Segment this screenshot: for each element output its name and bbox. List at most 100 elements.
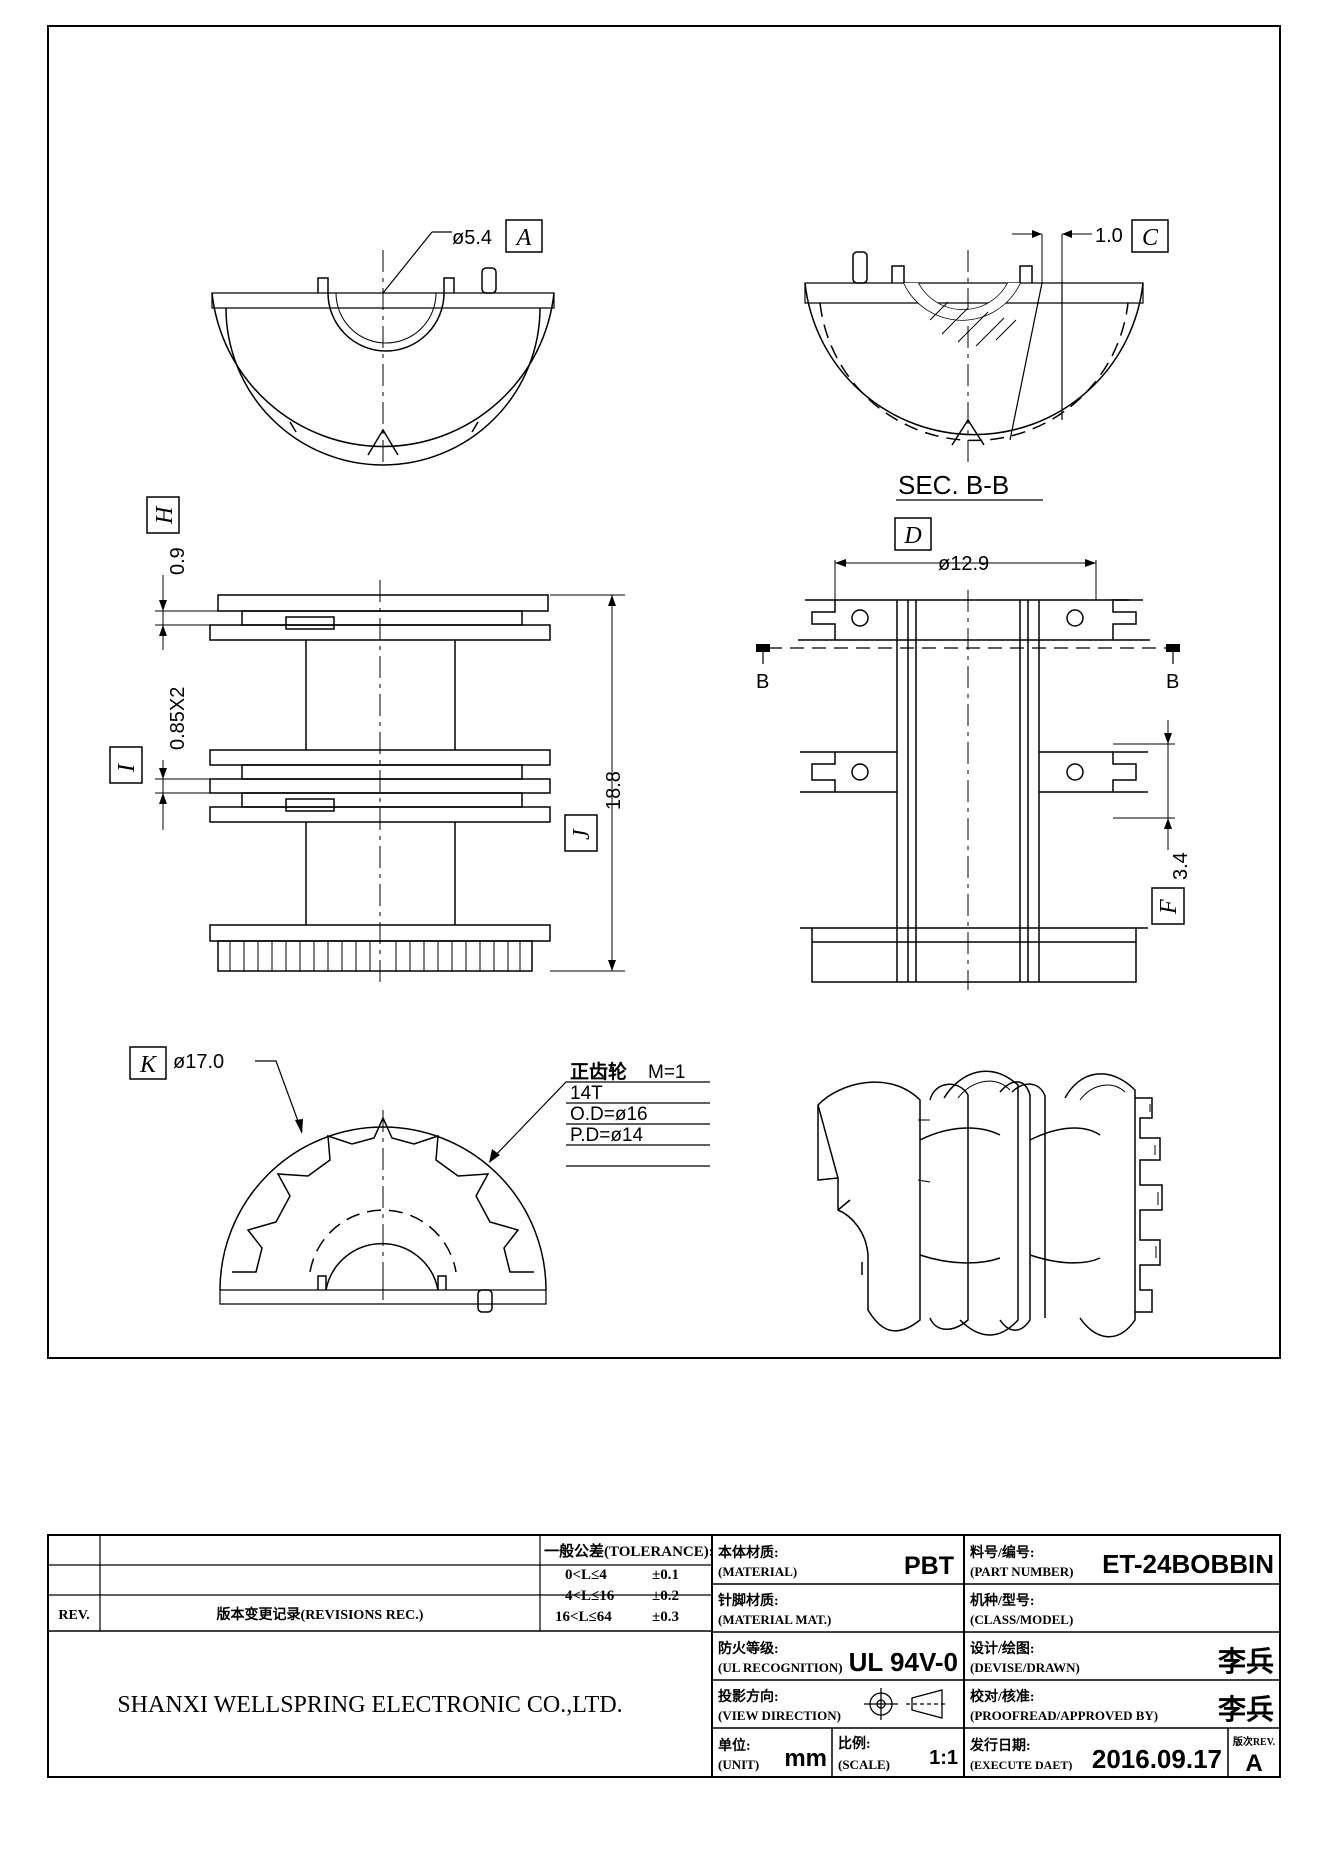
- drawn-cn: 设计/绘图:: [970, 1640, 1035, 1657]
- drawn-en: (DEVISE/DRAWN): [970, 1660, 1080, 1675]
- section-label: SEC. B-B: [898, 470, 1009, 500]
- approved-cn: 校对/核准:: [970, 1688, 1035, 1705]
- arrow-0-9-bottom: [159, 625, 167, 636]
- dim-phi-17: ø17.0: [173, 1051, 224, 1073]
- datum-label-f: F: [1156, 899, 1182, 915]
- gear-title: 正齿轮: [570, 1060, 627, 1083]
- tolerance-title: 一般公差(TOLERANCE):: [544, 1542, 714, 1560]
- unit-value: mm: [784, 1745, 827, 1772]
- drawn-value: 李兵: [1218, 1646, 1274, 1677]
- dim-phi-12-9: ø12.9: [938, 553, 989, 575]
- datum-label-k: K: [139, 1052, 158, 1078]
- tolerance-value-2: ±0.2: [652, 1588, 679, 1604]
- dim-phi-5-4: ø5.4: [452, 227, 492, 249]
- revision-value: A: [1245, 1750, 1262, 1777]
- class-model-cn: 机种/型号:: [970, 1592, 1035, 1609]
- gear-half-view: [219, 1060, 710, 1313]
- tolerance-range-1: 0<L≤4: [565, 1567, 607, 1583]
- class-model-en: (CLASS/MODEL): [970, 1612, 1073, 1627]
- pin-material-en: (MATERIAL MAT.): [718, 1612, 831, 1627]
- tolerance-value-3: ±0.3: [652, 1609, 679, 1625]
- scale-cn: 比例:: [838, 1735, 871, 1752]
- pin-material-cn: 针脚材质:: [717, 1592, 779, 1609]
- company-name: SHANXI WELLSPRING ELECTRONIC CO.,LTD.: [117, 1692, 622, 1718]
- side-elevation-view: [155, 575, 625, 985]
- datum-box-c: [1131, 219, 1169, 253]
- isometric-view: [817, 1070, 1163, 1338]
- unit-en: (UNIT): [718, 1757, 759, 1772]
- part-number-value: ET-24BOBBIN: [1102, 1549, 1274, 1579]
- scale-en: (SCALE): [838, 1757, 890, 1772]
- datum-label-h: H: [152, 505, 178, 525]
- datum-box-f: [1151, 887, 1185, 925]
- datum-box-a: [505, 219, 543, 253]
- datum-box-d: [894, 517, 932, 551]
- dim-1-0: 1.0: [1095, 225, 1123, 247]
- material-cn: 本体材质:: [718, 1544, 779, 1561]
- arrow-0-9-top: [159, 600, 167, 611]
- unit-cn: 单位:: [718, 1737, 751, 1754]
- dim-0-85x2: 0.85X2: [167, 687, 189, 750]
- approved-en: (PROOFREAD/APPROVED BY): [970, 1708, 1158, 1723]
- arrow-1-0-right: [1062, 230, 1072, 238]
- tolerance-range-3: 16<L≤64: [555, 1609, 612, 1625]
- dim-18-8: 18.8: [603, 771, 625, 810]
- tolerance-range-2: 4<L≤16: [565, 1588, 615, 1604]
- datum-label-a: A: [515, 225, 532, 251]
- tolerance-value-1: ±0.1: [652, 1567, 679, 1583]
- cut-mark-right: [1166, 644, 1180, 652]
- arrow-1-0-left: [1032, 230, 1042, 238]
- datum-box-h: [146, 496, 180, 534]
- datum-label-c: C: [1142, 225, 1159, 251]
- section-b-b-view: [804, 233, 1144, 462]
- date-value: 2016.09.17: [1092, 1744, 1222, 1774]
- material-value: PBT: [904, 1552, 954, 1580]
- cut-label-left: B: [756, 671, 769, 693]
- ul-value: UL 94V-0: [849, 1647, 958, 1677]
- part-number-en: (PART NUMBER): [970, 1564, 1073, 1579]
- gear-od: O.D=ø16: [570, 1104, 648, 1125]
- arrow-12-9-right: [1085, 559, 1096, 567]
- dim-3-4: 3.4: [1170, 852, 1192, 880]
- datum-box-i: [109, 746, 143, 784]
- material-en: (MATERIAL): [718, 1564, 797, 1579]
- view-en: (VIEW DIRECTION): [718, 1708, 841, 1723]
- arrow-0-85-top: [159, 768, 167, 779]
- projection-symbol-icon: [864, 1688, 948, 1720]
- arrow-3-4-top: [1164, 733, 1172, 744]
- datum-label-d: D: [903, 523, 921, 549]
- arrow-18-8-top: [608, 595, 616, 606]
- arrow-3-4-bottom: [1164, 818, 1172, 829]
- section-hatch: [904, 283, 1020, 347]
- title-block: [47, 1534, 1281, 1778]
- revision-col-header: REV.: [58, 1608, 89, 1623]
- dim-0-9: 0.9: [167, 547, 189, 575]
- datum-label-i: I: [114, 763, 140, 773]
- cut-mark-left: [756, 644, 770, 652]
- arrow-gear-leader: [489, 1149, 500, 1163]
- arrow-0-85-bottom: [159, 793, 167, 804]
- cut-label-right: B: [1166, 671, 1179, 693]
- revisions-header: 版本变更记录(REVISIONS REC.): [217, 1606, 424, 1623]
- approved-value: 李兵: [1218, 1694, 1274, 1725]
- part-number-cn: 料号/编号:: [970, 1544, 1035, 1561]
- ul-en: (UL RECOGNITION): [718, 1660, 843, 1675]
- arrow-18-8-bottom: [608, 960, 616, 971]
- view-cn: 投影方向:: [718, 1688, 779, 1705]
- gear-module: M=1: [648, 1062, 686, 1083]
- datum-box-j: [564, 814, 598, 852]
- revision-cn: 版次REV.: [1233, 1735, 1276, 1748]
- datum-label-j: J: [569, 828, 595, 840]
- arrow-phi-17: [295, 1119, 303, 1134]
- front-elevation-view: [768, 560, 1175, 990]
- ul-cn: 防火等级:: [718, 1640, 779, 1657]
- gear-teeth: 14T: [570, 1083, 603, 1104]
- gear-pd: P.D=ø14: [570, 1125, 643, 1146]
- scale-value: 1:1: [929, 1747, 958, 1769]
- top-left-half-view: [211, 231, 555, 466]
- arrow-12-9-left: [835, 559, 846, 567]
- drawing-border: [47, 25, 1281, 1359]
- datum-box-k: [129, 1046, 167, 1080]
- date-en: (EXECUTE DAET): [970, 1758, 1072, 1772]
